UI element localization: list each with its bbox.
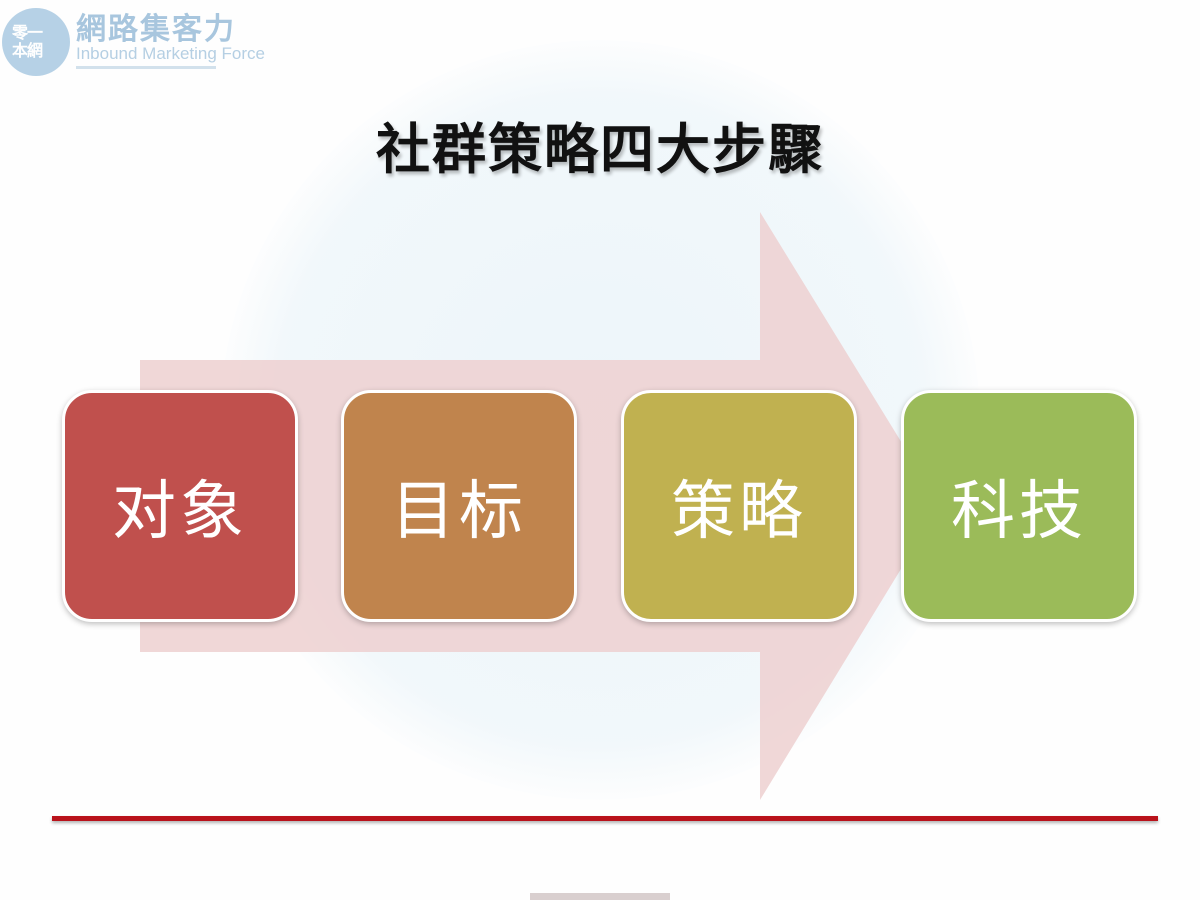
logo-title: 網路集客力 xyxy=(76,12,236,47)
logo-badge-text: 零一 本網 xyxy=(12,23,43,60)
slide-title: 社群策略四大步驟 xyxy=(376,118,824,181)
divider-line xyxy=(52,816,1158,821)
logo-badge: 零一 本網 xyxy=(2,8,70,76)
step-box-2: 目标 xyxy=(341,390,577,622)
step-box-3: 策略 xyxy=(621,390,857,622)
step-label-3: 策略 xyxy=(671,475,807,549)
step-label-4: 科技 xyxy=(951,475,1087,549)
step-box-4: 科技 xyxy=(901,390,1137,622)
logo-subtitle: Inbound Marketing Force xyxy=(76,44,265,63)
logo-tagline-line xyxy=(76,66,216,69)
brand-logo: 零一 本網 網路集客力 Inbound Marketing Force xyxy=(0,0,300,90)
step-box-1: 对象 xyxy=(62,390,298,622)
step-label-1: 对象 xyxy=(112,475,248,549)
bottom-tab xyxy=(530,893,670,900)
step-label-2: 目标 xyxy=(391,475,527,549)
